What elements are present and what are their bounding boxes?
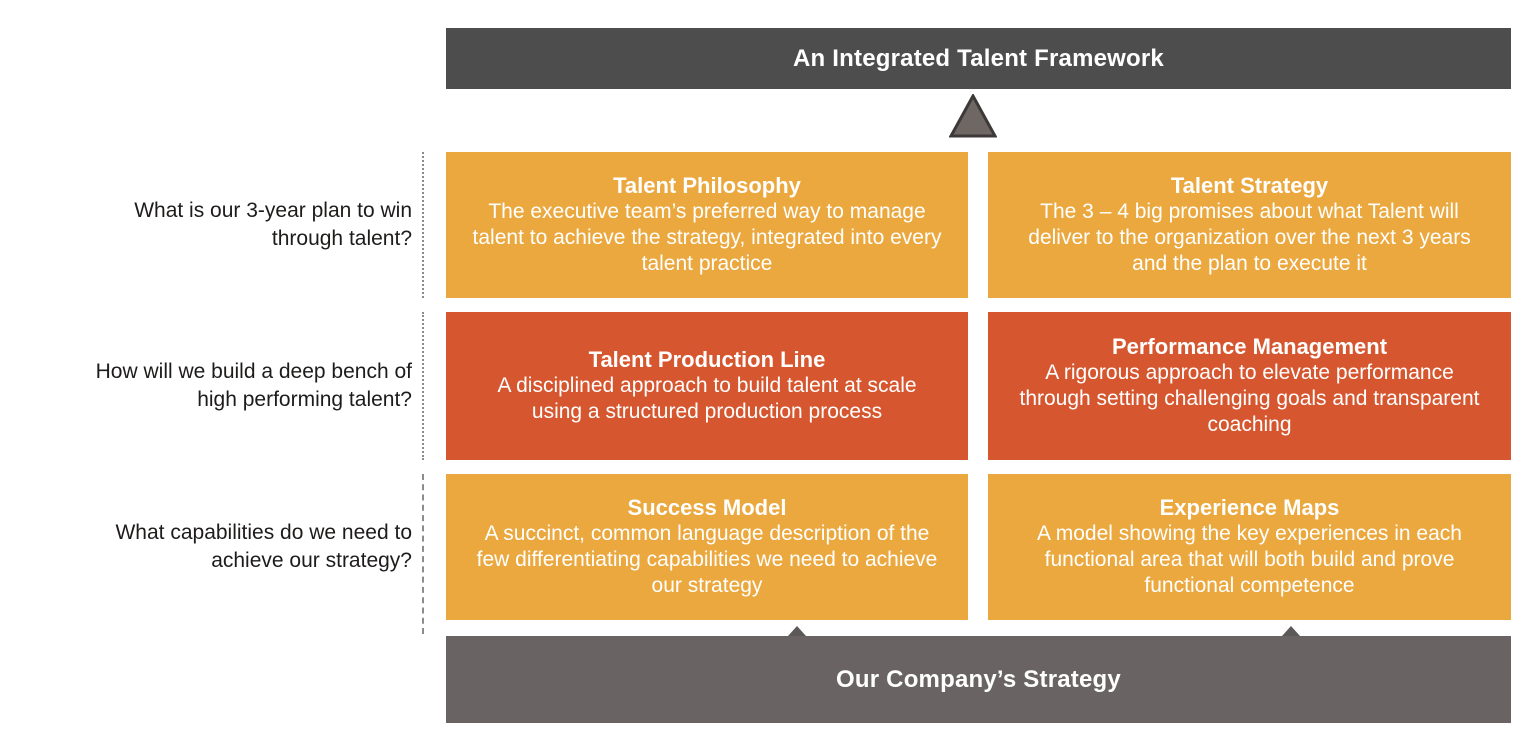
- box-description: A disciplined approach to build talent a…: [497, 374, 917, 423]
- box-description: A succinct, common language description …: [476, 522, 938, 597]
- framework-row-plan: What is our 3-year plan to win through t…: [0, 152, 1536, 298]
- box-title: Experience Maps: [1159, 495, 1340, 520]
- box-title: Success Model: [627, 495, 787, 520]
- row-question: What capabilities do we need to achieve …: [115, 520, 412, 572]
- box-title: Talent Production Line: [588, 347, 826, 372]
- dashed-divider: [422, 474, 424, 634]
- box-description: A model showing the key experiences in e…: [1037, 522, 1462, 597]
- box-performance-management: Performance Management A rigorous approa…: [988, 312, 1511, 460]
- box-talent-strategy: Talent Strategy The 3 – 4 big promises a…: [988, 152, 1511, 298]
- box-talent-production-line: Talent Production Line A disciplined app…: [446, 312, 968, 460]
- box-description: The 3 – 4 big promises about what Talent…: [1028, 200, 1471, 275]
- company-strategy-bar: Our Company’s Strategy: [446, 636, 1511, 723]
- framework-title: An Integrated Talent Framework: [793, 44, 1164, 72]
- company-strategy-label: Our Company’s Strategy: [836, 665, 1121, 693]
- up-arrow-small-right-icon: [1282, 626, 1300, 636]
- up-arrow-small-left-icon: [788, 626, 806, 636]
- up-arrow-triangle-icon: [949, 94, 997, 138]
- box-title: Performance Management: [1111, 334, 1388, 359]
- dotted-divider: [422, 312, 424, 460]
- row-question: What is our 3-year plan to win through t…: [134, 198, 412, 250]
- box-description: A rigorous approach to elevate performan…: [1019, 361, 1480, 436]
- framework-title-bar: An Integrated Talent Framework: [446, 28, 1511, 89]
- row-question: How will we build a deep bench of high p…: [95, 359, 412, 411]
- box-title: Talent Strategy: [1170, 173, 1329, 198]
- framework-row-capabilities: What capabilities do we need to achieve …: [0, 474, 1536, 634]
- box-description: The executive team’s preferred way to ma…: [472, 200, 942, 275]
- box-talent-philosophy: Talent Philosophy The executive team’s p…: [446, 152, 968, 298]
- framework-row-bench: How will we build a deep bench of high p…: [0, 312, 1536, 460]
- dotted-divider: [422, 152, 424, 298]
- box-title: Talent Philosophy: [613, 173, 801, 198]
- box-success-model: Success Model A succinct, common languag…: [446, 474, 968, 620]
- box-experience-maps: Experience Maps A model showing the key …: [988, 474, 1511, 620]
